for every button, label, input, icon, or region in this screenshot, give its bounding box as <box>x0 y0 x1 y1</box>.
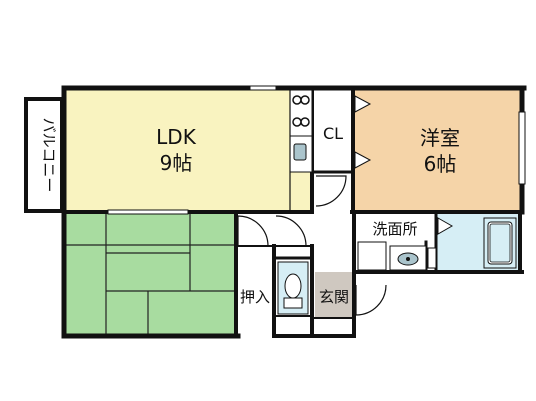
stove-icon <box>289 89 313 137</box>
door-swings <box>237 175 387 316</box>
western-room-floor <box>352 90 522 210</box>
western-room-size-label: 6帖 <box>424 152 457 176</box>
tatami-mats <box>64 212 236 334</box>
sink-icon <box>289 135 313 173</box>
western-room-label: 洋室 <box>420 126 460 150</box>
washing-machine-icon <box>357 241 387 271</box>
washbasin-icon <box>389 245 427 271</box>
tatami-room-floor <box>64 212 236 334</box>
bathtub-icon <box>483 217 517 269</box>
storage-label: 押入 <box>240 288 270 306</box>
windows <box>107 85 526 215</box>
toilet-icon <box>277 261 309 315</box>
entrance-floor <box>315 272 353 318</box>
balcony <box>24 97 64 213</box>
ldk-floor <box>64 88 310 212</box>
utility-box <box>427 247 437 269</box>
closet-doors <box>354 95 454 235</box>
balcony-label: バルコニー <box>40 118 58 193</box>
closet-label: CL <box>323 124 343 143</box>
ldk-size-label: 9帖 <box>160 151 193 175</box>
entrance-label: 玄関 <box>319 288 349 306</box>
washroom-label: 洗面所 <box>372 220 417 238</box>
ldk-label: LDK <box>156 125 197 149</box>
